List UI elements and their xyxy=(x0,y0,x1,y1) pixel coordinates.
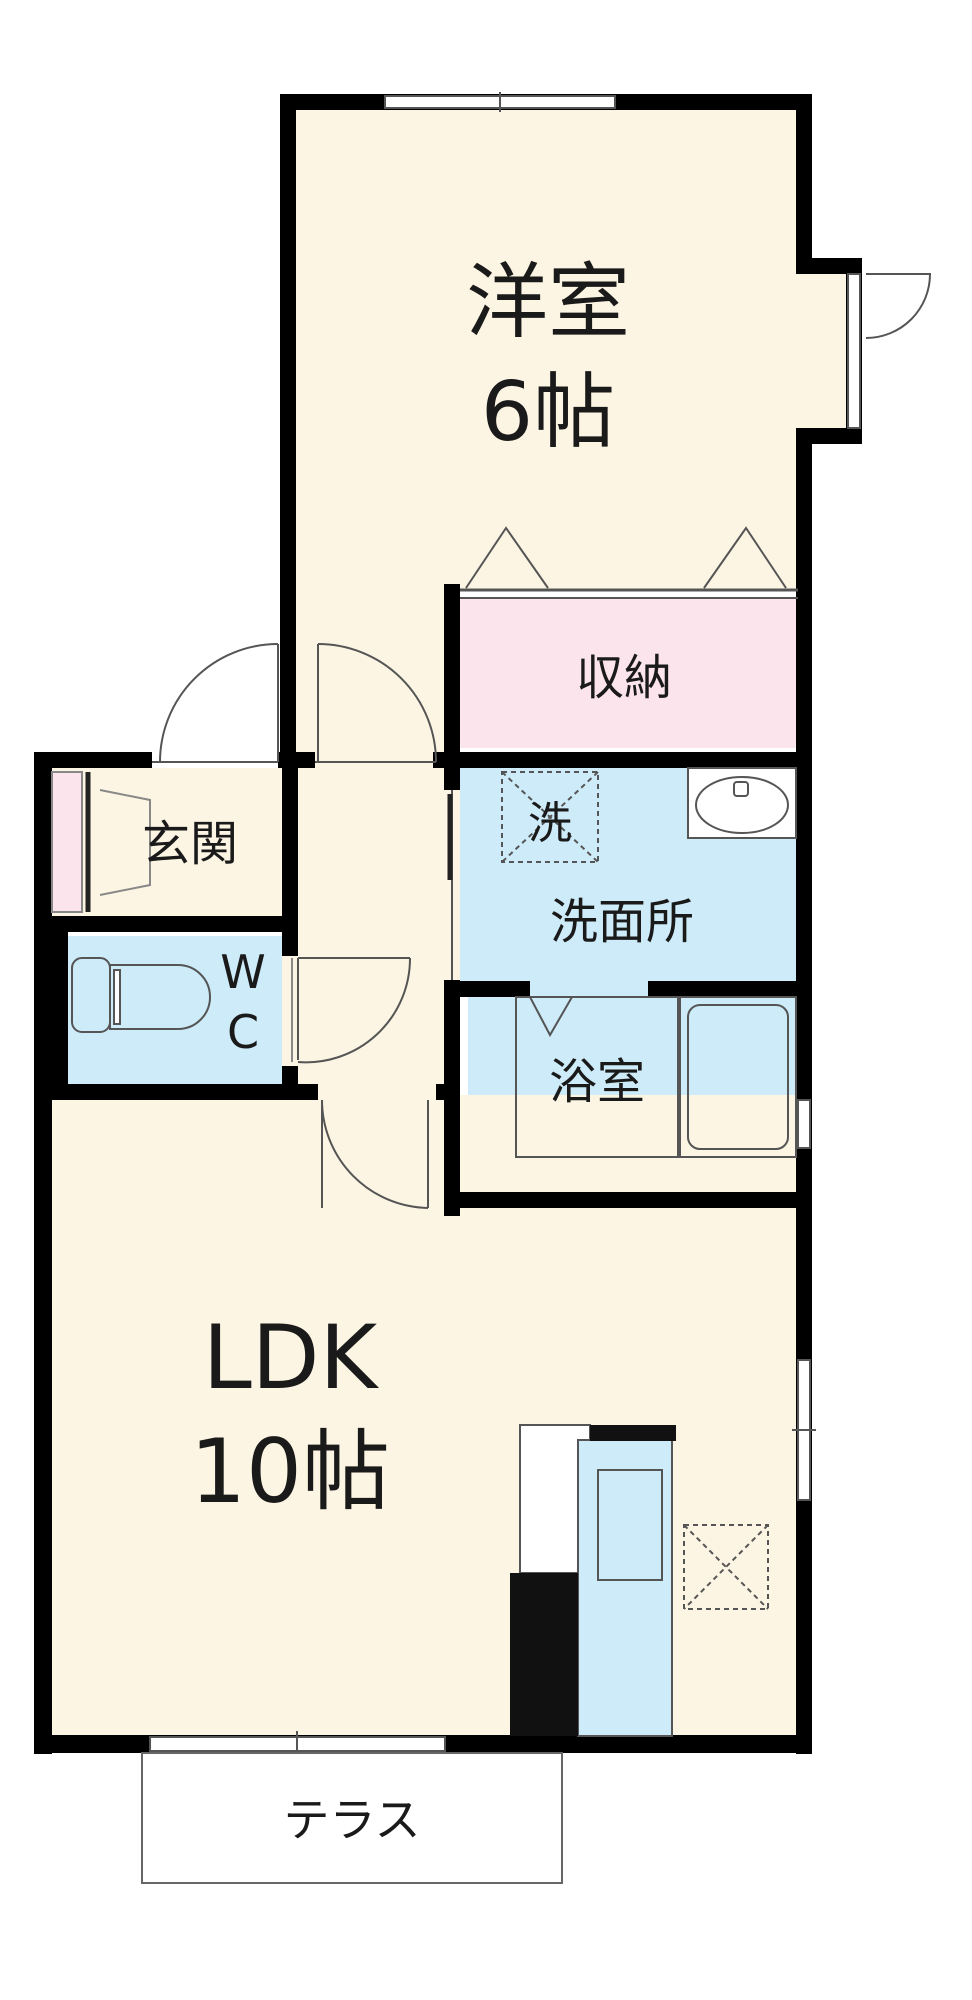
room-name-ldk: LDK xyxy=(203,1306,380,1409)
entrance-step xyxy=(99,789,151,896)
door-swing-wc xyxy=(297,957,412,1064)
corridor-floor xyxy=(294,590,450,1085)
opening-bath-door xyxy=(530,981,648,997)
bath-folding-door xyxy=(529,996,573,1038)
fixtures xyxy=(51,526,798,1884)
ldk-floor xyxy=(52,1095,798,1735)
opening-ldk-door xyxy=(318,1084,436,1100)
room-name-western: 洋室 xyxy=(466,255,630,350)
bath-wash-area xyxy=(515,996,679,1158)
wall-bay-bottom xyxy=(796,428,862,444)
door-swing-entrance xyxy=(159,643,279,763)
opening-corridor-top xyxy=(315,752,433,768)
washer-pan xyxy=(501,771,599,863)
toilet-bowl xyxy=(109,964,211,1030)
entrance-shoebox xyxy=(52,772,82,912)
doors xyxy=(152,273,932,1209)
door-swing-western xyxy=(317,643,437,763)
bathtub-inner xyxy=(687,1004,789,1150)
wall-bay-top xyxy=(796,258,862,274)
fridge-dashed xyxy=(683,1524,769,1610)
western-room-floor xyxy=(294,110,798,590)
storage-floor xyxy=(460,598,798,748)
window-bath xyxy=(797,1099,811,1149)
toilet-tank xyxy=(71,957,111,1033)
terrace-area xyxy=(141,1752,563,1884)
labels: 洋室 6帖 収納 玄関 洗 洗面所 W C 浴室 LDK 10帖 テラス xyxy=(142,255,694,1847)
door-swing-bay xyxy=(865,273,932,339)
window-bay xyxy=(847,273,861,429)
kitchen-pillar xyxy=(510,1573,578,1736)
bathtub xyxy=(679,996,797,1158)
wall-entrance-wc xyxy=(34,916,298,932)
windows xyxy=(149,92,861,1757)
kitchen-back-panel xyxy=(590,1425,676,1441)
wall-western-left xyxy=(280,94,296,764)
wall-wc-left xyxy=(52,916,68,1096)
room-size-ldk: 10帖 xyxy=(190,1420,390,1523)
wall-right-main xyxy=(796,428,812,1754)
wall-bath-bottom xyxy=(444,1192,812,1208)
room-name-entrance: 玄関 xyxy=(142,816,238,872)
door-swing-ldk xyxy=(321,1099,429,1209)
closet-door-right xyxy=(703,526,787,589)
room-name-wc-c: C xyxy=(227,1005,259,1059)
opening-wc-door xyxy=(282,956,298,1066)
wall-left-exterior xyxy=(34,752,52,1754)
shoe-cabinet xyxy=(51,771,83,913)
room-size-western: 6帖 xyxy=(481,365,615,460)
wall-western-right-upper xyxy=(796,94,812,268)
wall-storage-left xyxy=(444,584,460,768)
room-name-washroom: 洗面所 xyxy=(550,894,694,950)
kitchen-sink xyxy=(597,1469,663,1581)
room-name-storage: 収納 xyxy=(576,650,672,706)
room-name-wc-w: W xyxy=(220,945,265,999)
kitchen-counter xyxy=(577,1439,673,1737)
opening-entrance-front xyxy=(152,752,278,768)
closet-door-left xyxy=(465,526,549,589)
room-name-bath: 浴室 xyxy=(549,1054,645,1110)
washbasin-bowl xyxy=(695,776,789,834)
terrace-label: テラス xyxy=(283,1793,420,1847)
washer-label: 洗 xyxy=(528,798,572,849)
